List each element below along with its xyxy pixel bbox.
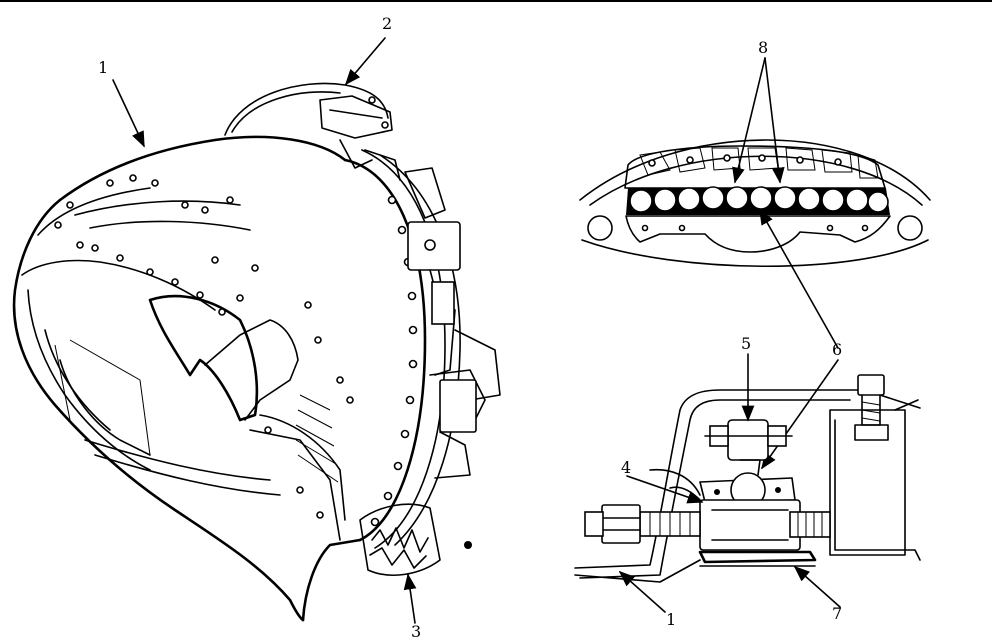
leader-6b (762, 360, 838, 468)
leader-2 (346, 38, 385, 84)
callout-5: 5 (741, 336, 751, 352)
callout-1-right: 1 (666, 612, 676, 628)
leader-7 (795, 567, 840, 607)
leader-3 (408, 575, 415, 623)
callout-4: 4 (621, 460, 631, 476)
leader-1-left (113, 80, 144, 146)
callout-6: 6 (832, 342, 842, 358)
cowl-assembly-drawing (14, 83, 500, 620)
leader-8a (735, 58, 765, 182)
callout-3: 3 (411, 624, 421, 640)
bearing-detail-drawing (580, 140, 930, 266)
leader-1-right (620, 572, 665, 612)
leader-4 (627, 476, 702, 502)
leader-6a (760, 210, 838, 348)
leader-8b (765, 58, 780, 182)
callout-7: 7 (832, 606, 842, 622)
callout-2: 2 (382, 16, 392, 32)
callout-1-left: 1 (98, 60, 108, 76)
callout-8: 8 (758, 40, 768, 56)
